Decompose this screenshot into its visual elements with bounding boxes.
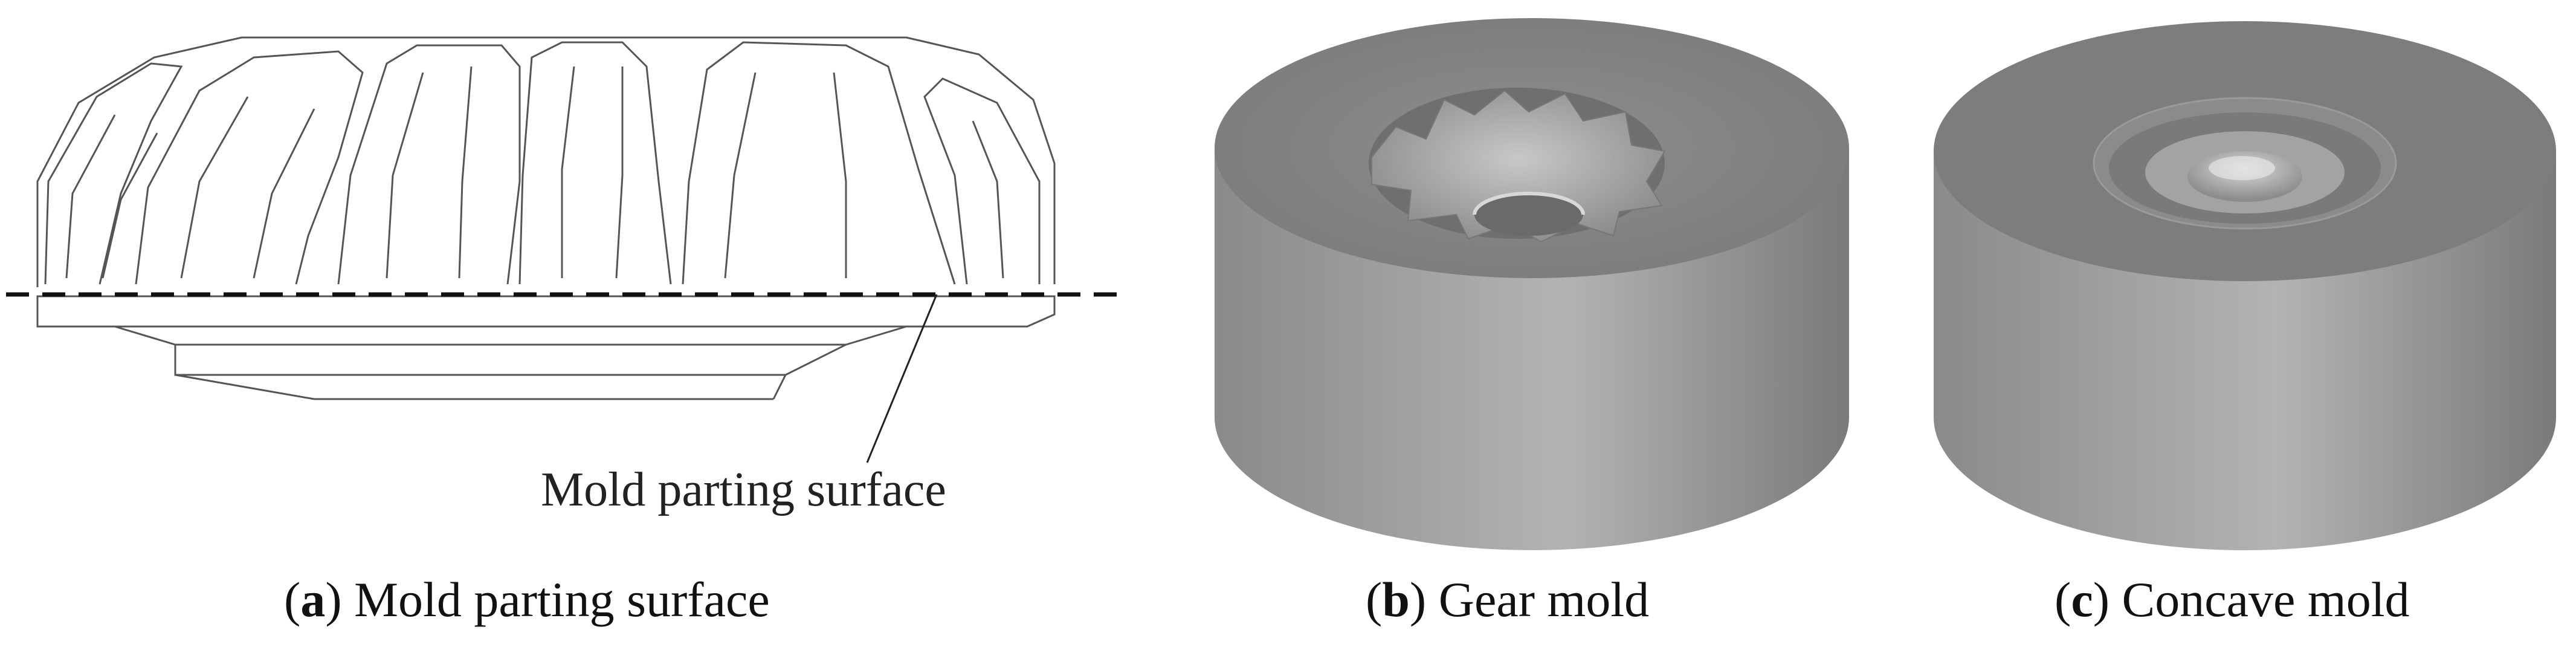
gear-tooth (518, 41, 672, 285)
gear-hub (174, 343, 847, 376)
concave-mold-render (1934, 21, 2556, 550)
callout-leader (866, 294, 938, 463)
caption-c: (c) Concave mold (2055, 572, 2410, 627)
gear-tooth (337, 44, 521, 285)
gear-tooth (44, 62, 183, 285)
caption-b: (b) Gear mold (1366, 572, 1650, 627)
callout-label: Mold parting surface (541, 463, 946, 516)
gear-tooth (682, 41, 956, 285)
panel-mold-parting-surface: Mold parting surface (a) Mold parting su… (0, 0, 1136, 650)
concave-cavity (2093, 97, 2397, 230)
panel-gear-mold: (b) Gear mold (1184, 0, 1873, 650)
panel-concave-mold: (c) Concave mold (1903, 0, 2576, 650)
gear-tooth (135, 50, 364, 285)
gear-mold-render (1215, 18, 1849, 550)
gear-cavity (1369, 88, 1666, 243)
gear-outline (36, 36, 1056, 287)
gear-base (36, 295, 1056, 328)
caption-a: (a) Mold parting surface (284, 572, 770, 627)
gear-tooth (923, 77, 1041, 285)
gear-wireframe-drawing (6, 36, 1130, 463)
